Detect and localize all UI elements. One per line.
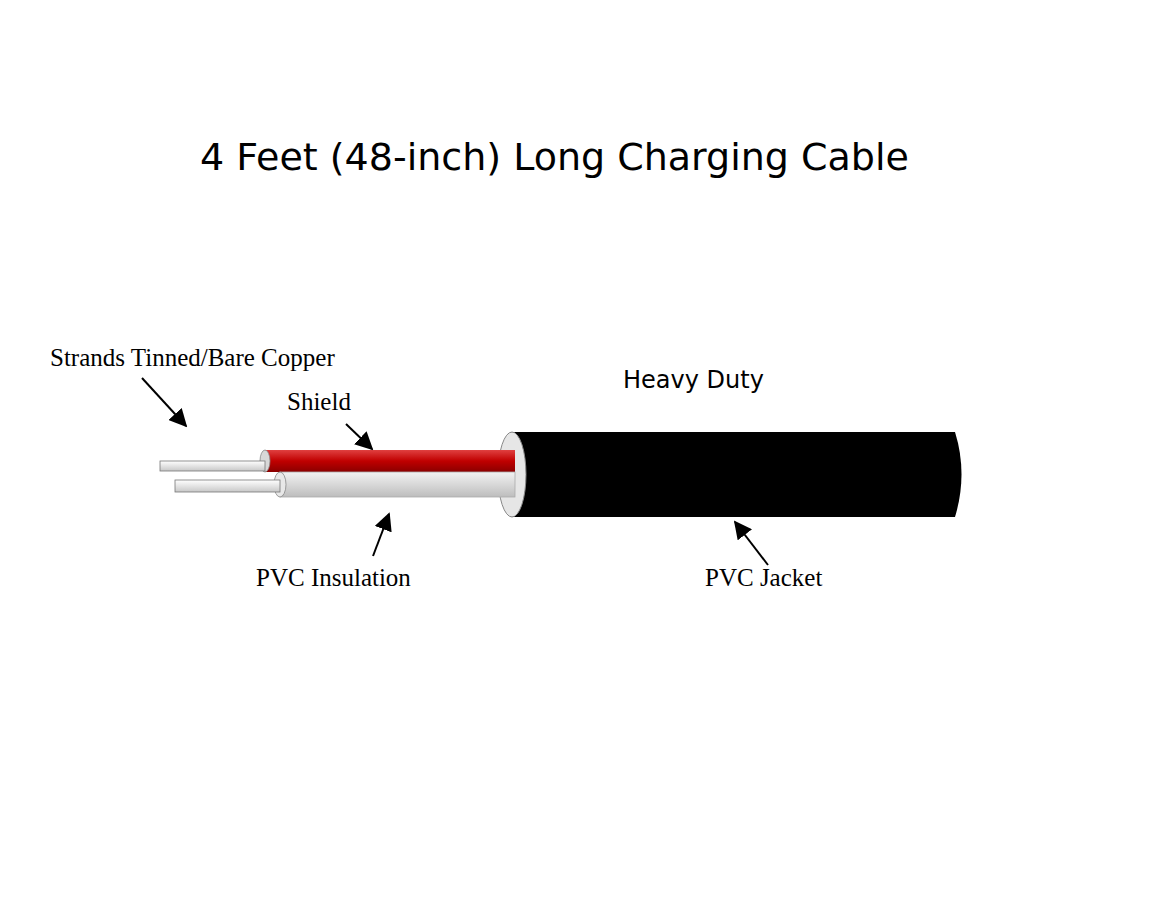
part-label: PVC Insulation: [256, 565, 411, 590]
part-label: Shield: [287, 389, 351, 414]
shield-wire: [160, 450, 515, 472]
title: 4 Feet (48-inch) Long Charging Cable: [200, 138, 909, 176]
pvc-jacket: [498, 432, 962, 517]
insulated-wire: [175, 472, 515, 497]
part-label: PVC Jacket: [705, 565, 822, 590]
part-label: Strands Tinned/Bare Copper: [50, 345, 335, 370]
note-label: Heavy Duty: [623, 368, 764, 392]
leader-lines: [142, 378, 768, 565]
